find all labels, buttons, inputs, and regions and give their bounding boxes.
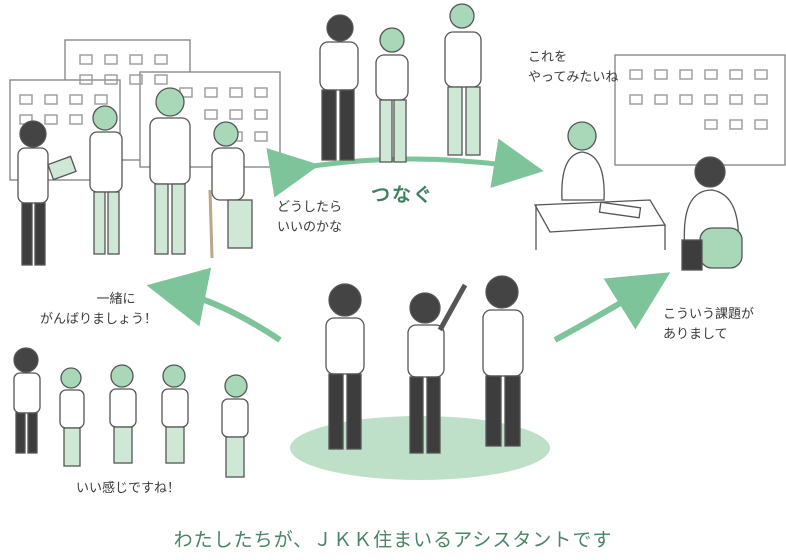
left-residents-group <box>17 87 253 266</box>
speech-left-middle-line1: 一緒に <box>96 292 136 307</box>
caption: わたしたちが、ＪＫＫ住まいるアシスタントです <box>173 529 613 551</box>
speech-right-middle: こういう課題が ありまして <box>663 305 754 345</box>
right-arrow <box>553 272 671 343</box>
speech-top-right: これを やってみたいね <box>528 48 618 88</box>
speech-center-left: どうしたら いいのかな <box>277 198 342 238</box>
speech-left-middle: 一緒に がんばりましょう！ <box>40 290 157 330</box>
speech-top-right-line1: これを <box>528 50 568 65</box>
center-word-connect: つなぐ <box>371 184 435 206</box>
speech-right-middle-line1: こういう課題が <box>663 307 755 322</box>
exercise-group <box>13 347 249 478</box>
connect-arrow <box>266 138 544 198</box>
speech-right-middle-line2: ありまして <box>663 327 728 342</box>
speech-bottom-left: いい感じですね！ <box>76 481 181 496</box>
speech-center-left-line2: いいのかな <box>277 220 343 235</box>
right-office-building <box>614 54 786 166</box>
top-handshake-group <box>319 3 482 163</box>
speech-top-right-line2: やってみたいね <box>528 70 619 85</box>
center-staff-group <box>325 275 524 454</box>
speech-left-middle-line2: がんばりましょう！ <box>40 312 158 327</box>
left-arrow <box>146 267 282 343</box>
right-meeting-group <box>533 121 743 271</box>
speech-center-left-line1: どうしたら <box>277 200 343 215</box>
